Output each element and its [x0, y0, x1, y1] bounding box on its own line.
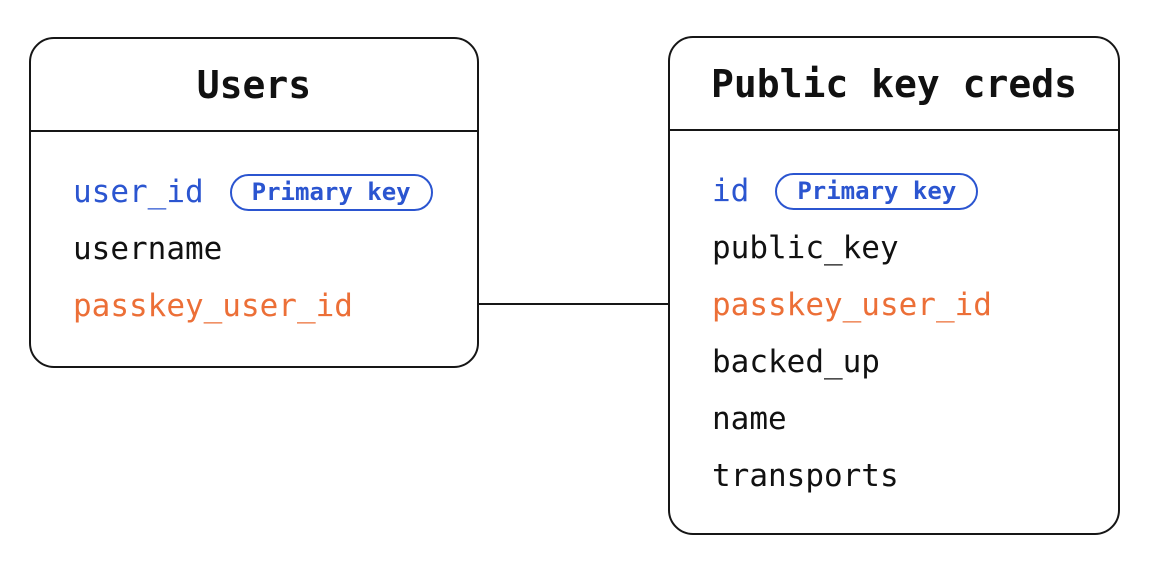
primary-key-badge: Primary key	[229, 174, 433, 211]
field-row-username: username	[73, 221, 457, 278]
table-title-public-key-creds: Public key creds	[710, 61, 1078, 106]
field-row-public_key: public_key	[712, 220, 1098, 277]
field-row-id: id Primary key	[712, 163, 1098, 220]
table-header-users: Users	[31, 39, 477, 132]
field-name: public_key	[712, 230, 899, 266]
relationship-line	[479, 303, 668, 305]
table-header-public-key-creds: Public key creds	[670, 38, 1118, 131]
field-row-passkey_user_id: passkey_user_id	[73, 278, 457, 335]
field-row-passkey_user_id: passkey_user_id	[712, 277, 1098, 334]
field-name: backed_up	[712, 344, 880, 380]
field-name: name	[712, 401, 787, 437]
field-name: passkey_user_id	[73, 288, 353, 324]
field-name: id	[712, 173, 750, 209]
field-row-transports: transports	[712, 448, 1098, 505]
table-card-public-key-creds: Public key creds id Primary key public_key…	[668, 36, 1120, 535]
field-name: passkey_user_id	[712, 287, 992, 323]
field-row-name: name	[712, 391, 1098, 448]
primary-key-badge: Primary key	[775, 173, 979, 210]
field-row-user_id: user_id Primary key	[73, 164, 457, 221]
field-name: transports	[712, 458, 899, 494]
field-name: user_id	[73, 174, 204, 210]
field-name: username	[73, 231, 223, 267]
table-title-users: Users	[196, 62, 312, 107]
field-row-backed_up: backed_up	[712, 334, 1098, 391]
